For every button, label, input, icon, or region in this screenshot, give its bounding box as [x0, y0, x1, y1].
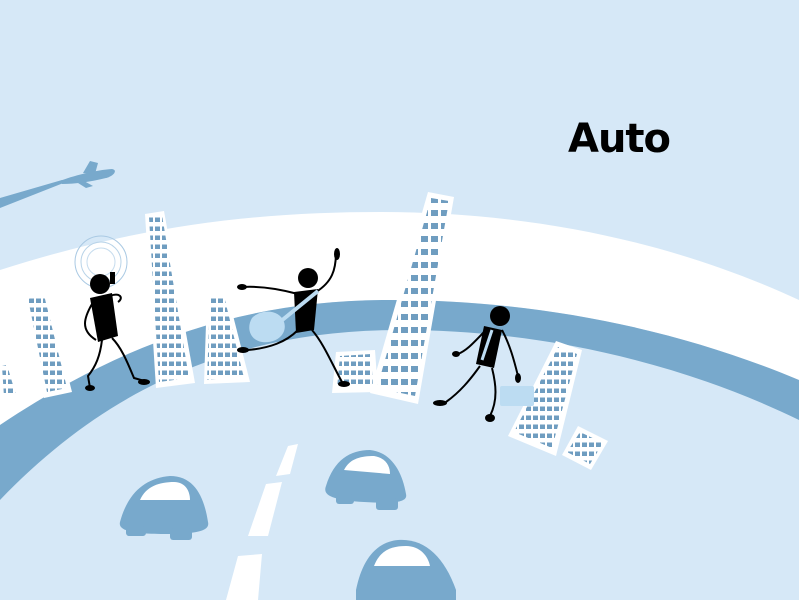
briefcase-icon — [249, 311, 285, 343]
briefcase-icon — [500, 386, 534, 406]
building-icon — [332, 350, 378, 393]
walking-person-icon — [433, 306, 534, 422]
building-icon — [562, 426, 608, 470]
airplane-icon — [0, 161, 115, 208]
car-icon — [119, 476, 209, 540]
building-icon — [508, 341, 582, 456]
car-icon — [356, 539, 456, 600]
slide-title: Auto — [568, 116, 671, 162]
walking-person-icon — [74, 235, 150, 391]
phone-icon — [110, 272, 115, 284]
walking-person-icon — [237, 248, 350, 387]
lane-markings — [226, 444, 298, 600]
road-band — [0, 300, 799, 500]
building-icon — [0, 358, 18, 402]
building-icon — [370, 192, 454, 404]
building-icon — [145, 211, 195, 388]
building-icon — [24, 290, 72, 398]
building-icon — [204, 292, 250, 384]
car-icon — [325, 450, 407, 510]
horizon-arc — [0, 212, 799, 425]
